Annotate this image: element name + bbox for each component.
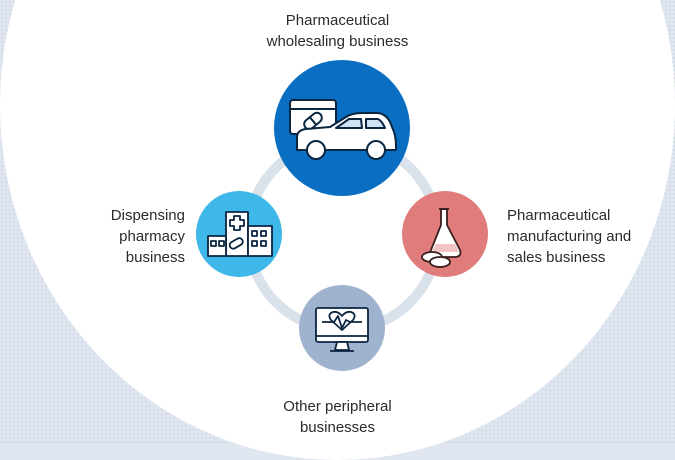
node-manufacturing xyxy=(402,191,488,277)
monitor-heartbeat-icon xyxy=(315,307,369,352)
node-wholesale xyxy=(274,60,410,196)
label-pharmacy: Dispensing pharmacy business xyxy=(110,207,185,266)
truck-medicine-icon xyxy=(289,99,397,160)
label-wholesale: Pharmaceutical wholesaling business xyxy=(266,12,409,50)
pharmacy-building-icon xyxy=(207,211,273,257)
label-manufacturing: Pharmaceutical manufacturing and sales b… xyxy=(507,207,632,266)
flask-pills-icon xyxy=(421,208,462,268)
business-cycle-diagram xyxy=(196,60,488,371)
node-peripheral xyxy=(299,285,385,371)
label-peripheral: Other peripheral businesses xyxy=(283,398,392,436)
node-pharmacy xyxy=(196,191,282,277)
